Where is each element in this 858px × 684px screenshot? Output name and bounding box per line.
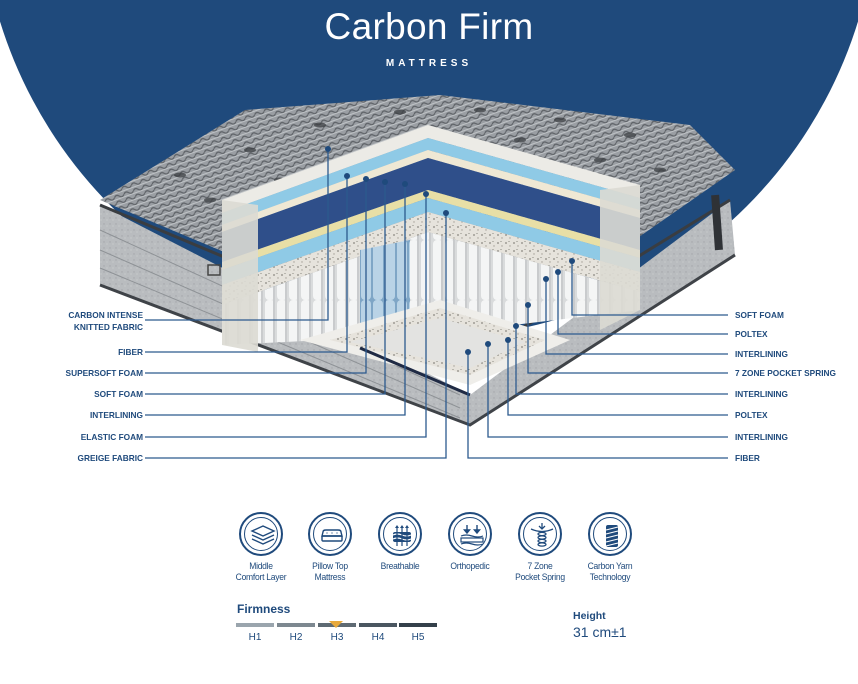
- firmness-bar-h4: [359, 623, 397, 627]
- firmness-bar-h2: [277, 623, 315, 627]
- feature-label-line-1: 7 Zone: [527, 561, 553, 572]
- cutaway-right-face: [428, 125, 640, 335]
- label-supersoft-foam: SUPERSOFT FOAM: [65, 368, 143, 378]
- feature-label-line-2: Comfort Layer: [235, 571, 287, 583]
- layers-icon: [250, 525, 276, 545]
- label-line-1: CARBON INTENSE: [68, 310, 143, 320]
- mattress-cutaway-illustration: [99, 95, 736, 459]
- firmness-bar-h1: [236, 623, 274, 627]
- firmness-selected-marker-icon: [329, 621, 343, 628]
- feature-label-line-1: Carbon Yarn: [587, 561, 633, 572]
- feature-orthopedic: Orthopedic: [435, 512, 505, 573]
- leader-lines-left: [145, 149, 447, 459]
- product-title: Carbon Firm: [324, 6, 534, 47]
- spring-icon: [530, 523, 554, 547]
- firmness-level-h1: H1: [248, 632, 262, 643]
- feature-label-line-2: Mattress: [314, 571, 346, 583]
- firmness-title: Firmness: [237, 602, 291, 616]
- leader-dots-left: [325, 146, 449, 216]
- feature-label-line-1: Pillow Top: [312, 561, 348, 572]
- pillow-top-icon: [321, 529, 343, 542]
- feature-label-line-2: Technology: [589, 571, 631, 583]
- label-7-zone-pocket-spring: 7 ZONE POCKET SPRING: [735, 368, 836, 378]
- feature-breathable: Breathable: [365, 512, 435, 573]
- label-soft-foam-left: SOFT FOAM: [94, 389, 143, 399]
- orthopedic-icon: [460, 525, 484, 546]
- label-fiber-right: FIBER: [735, 453, 760, 463]
- feature-label-line-1: Orthopedic: [450, 561, 490, 572]
- height-title: Height: [573, 610, 606, 622]
- label-elastic-foam: ELASTIC FOAM: [80, 432, 143, 442]
- label-soft-foam-right: SOFT FOAM: [735, 310, 784, 320]
- feature-label-line-2: Pocket Spring: [515, 571, 565, 583]
- firmness-level-h4: H4: [371, 632, 385, 643]
- leader-lines-right: [467, 261, 728, 459]
- firmness-level-h3: H3: [330, 632, 344, 643]
- label-interlining-right-2: INTERLINING: [735, 389, 789, 399]
- firmness-bar-h5: [399, 623, 437, 627]
- label-interlining-right-3: INTERLINING: [735, 432, 789, 442]
- label-poltex-2: POLTEX: [735, 410, 768, 420]
- label-interlining-left: INTERLINING: [89, 410, 143, 420]
- label-carbon-intense-knitted-fabric: CARBON INTENSE KNITTED FABRIC: [68, 309, 143, 333]
- firmness-level-h5: H5: [411, 632, 425, 643]
- firmness-level-h2: H2: [289, 632, 303, 643]
- label-poltex-1: POLTEX: [735, 329, 768, 339]
- height-value: 31 cm±1: [573, 624, 627, 640]
- feature-label-line-1: Middle: [249, 561, 273, 572]
- label-greige-fabric: GREIGE FABRIC: [77, 453, 143, 463]
- breathable-icon: [392, 525, 412, 546]
- feature-label-line-1: Breathable: [380, 561, 420, 572]
- label-fiber-left: FIBER: [118, 347, 143, 357]
- yarn-spool-icon: [605, 525, 619, 547]
- product-subtitle: MATTRESS: [385, 58, 473, 69]
- leader-dots-right: [465, 258, 575, 355]
- label-interlining-right-1: INTERLINING: [735, 349, 789, 359]
- label-line-2: KNITTED FABRIC: [73, 322, 143, 332]
